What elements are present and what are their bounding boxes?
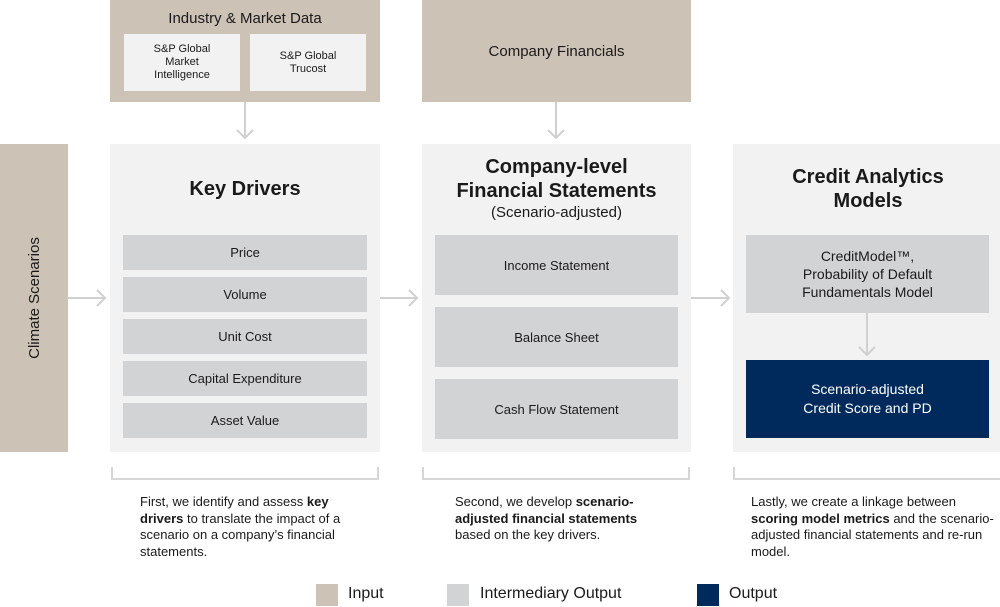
industry-market-data-box: Industry & Market Data S&P Global Market…	[110, 0, 380, 102]
financial-statements-title-line2: Financial Statements	[456, 180, 657, 202]
bracket-step3	[733, 467, 1000, 480]
credit-model-box: CreditModel™, Probability of Default Fun…	[746, 235, 989, 313]
arrow-right-icon	[68, 289, 107, 307]
key-drivers-panel: Key Drivers Price Volume Unit Cost Capit…	[110, 144, 380, 452]
financial-statement-item: Balance Sheet	[435, 307, 678, 367]
step1-description: First, we identify and assess key driver…	[140, 494, 341, 559]
credit-analytics-title-line1: Credit Analytics	[792, 166, 944, 188]
financial-statement-item: Income Statement	[435, 235, 678, 295]
climate-scenarios-box: Climate Scenarios	[0, 144, 68, 452]
step2-description: Second, we develop scenario-adjusted fin…	[455, 494, 638, 542]
legend: Input Intermediary Output Output	[316, 584, 796, 606]
scenario-adjusted-credit-score-box: Scenario-adjusted Credit Score and PD	[746, 360, 989, 438]
key-driver-item: Unit Cost	[123, 319, 367, 354]
legend-swatch-input	[316, 584, 338, 606]
legend-swatch-output	[697, 584, 719, 606]
legend-label-intermediary: Intermediary Output	[480, 585, 622, 602]
key-driver-item: Volume	[123, 277, 367, 312]
company-financials-box: Company Financials	[422, 0, 691, 102]
bracket-step2	[422, 467, 690, 480]
legend-label-output: Output	[729, 585, 778, 602]
key-drivers-title: Key Drivers	[189, 178, 301, 200]
legend-swatch-intermediary	[447, 584, 469, 606]
financial-statements-panel: Company-level Financial Statements (Scen…	[422, 144, 691, 452]
financial-statement-item: Cash Flow Statement	[435, 379, 678, 439]
arrow-down-icon	[236, 102, 254, 140]
key-driver-item: Capital Expenditure	[123, 361, 367, 396]
arrow-down-icon	[547, 102, 565, 140]
industry-market-data-title: Industry & Market Data	[168, 9, 322, 27]
bracket-step1	[111, 467, 379, 480]
source-sp-global-market-intelligence: S&P Global Market Intelligence	[124, 34, 240, 91]
key-driver-item: Price	[123, 235, 367, 270]
arrow-right-icon	[691, 289, 731, 307]
arrow-down-icon	[858, 313, 876, 357]
credit-analytics-title-line2: Models	[833, 190, 903, 212]
key-driver-item: Asset Value	[123, 403, 367, 438]
step3-description: Lastly, we create a linkage between scor…	[751, 494, 994, 559]
credit-analytics-panel: Credit Analytics Models CreditModel™, Pr…	[733, 144, 1000, 452]
legend-label-input: Input	[348, 585, 384, 602]
source-sp-global-trucost: S&P Global Trucost	[250, 34, 366, 91]
arrow-right-icon	[380, 289, 419, 307]
financial-statements-subtitle: (Scenario-adjusted)	[491, 204, 622, 221]
financial-statements-title-line1: Company-level	[485, 156, 628, 178]
climate-scenarios-label: Climate Scenarios	[25, 237, 43, 359]
